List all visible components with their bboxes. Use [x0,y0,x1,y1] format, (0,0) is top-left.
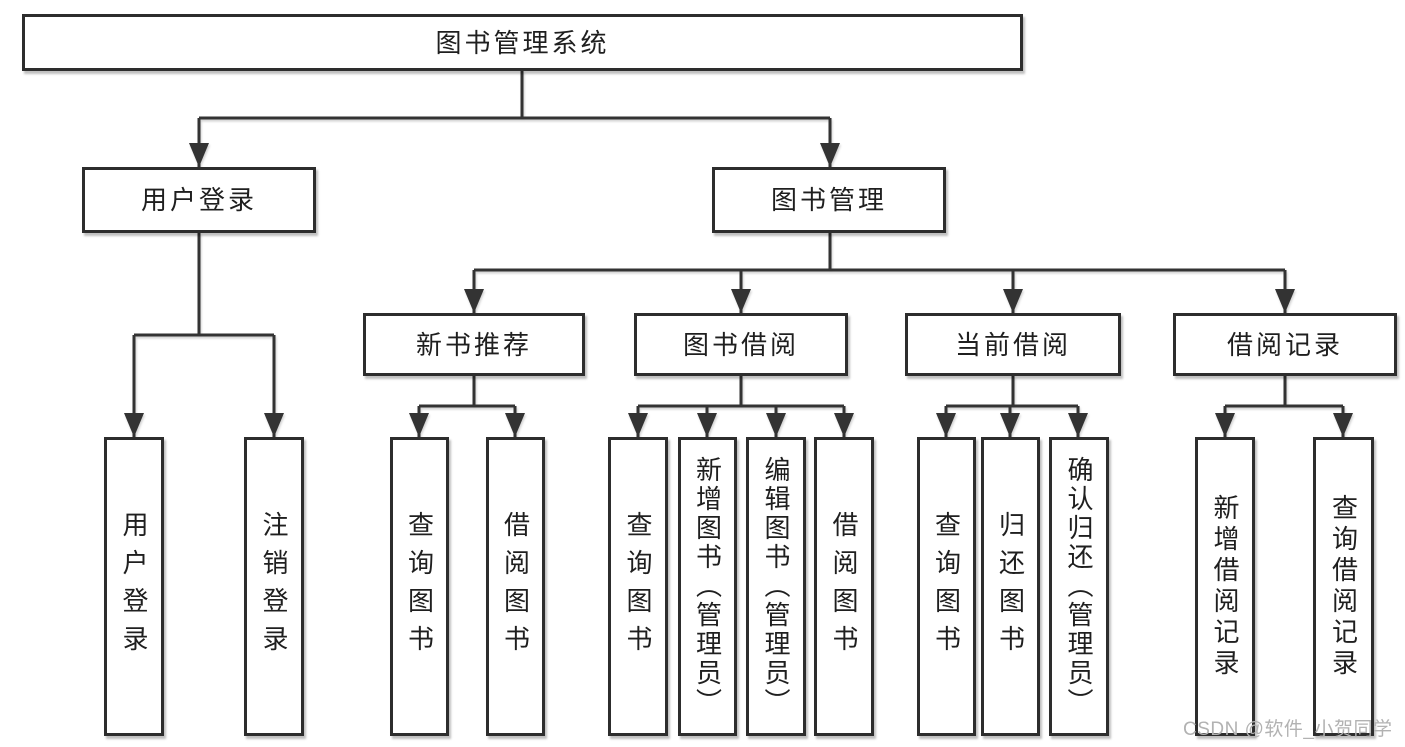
node-user-login: 用户登录 [82,167,316,233]
leaf-add-borrow-record: 新增借阅记录 [1195,437,1255,736]
leaf-return-book: 归还图书 [981,437,1040,736]
node-current-borrowing: 当前借阅 [905,313,1121,376]
node-book-management: 图书管理 [712,167,946,233]
leaf-confirm-return-admin: 确认归还（管理员） [1049,437,1109,736]
leaf-query-borrow-record: 查询借阅记录 [1313,437,1374,736]
node-library-management-system: 图书管理系统 [22,14,1023,71]
leaf-add-book-admin: 新增图书（管理员） [678,437,737,736]
leaf-query-books: 查询图书 [390,437,449,736]
node-new-book-recommend: 新书推荐 [363,313,585,376]
leaf-borrow-books: 借阅图书 [486,437,545,736]
leaf-borrow-books-2: 借阅图书 [814,437,874,736]
connector-login-to-leaves [132,233,276,437]
connector-root-to-level2 [197,71,832,167]
connector-records-to-leaves [1223,376,1345,437]
node-borrowing-records: 借阅记录 [1173,313,1397,376]
connector-recommend-to-leaves [417,376,517,437]
csdn-watermark: CSDN @软件_小贺同学 [1183,719,1393,740]
leaf-user-login: 用户登录 [104,437,164,736]
leaf-logout: 注销登录 [244,437,304,736]
leaf-query-books-3: 查询图书 [917,437,976,736]
node-book-borrowing: 图书借阅 [634,313,848,376]
connector-borrow-to-leaves [636,376,846,437]
leaf-query-books-2: 查询图书 [608,437,668,736]
leaf-edit-book-admin: 编辑图书（管理员） [746,437,806,736]
connector-mgmt-to-level3 [472,233,1287,313]
arrowheads [124,143,1353,437]
